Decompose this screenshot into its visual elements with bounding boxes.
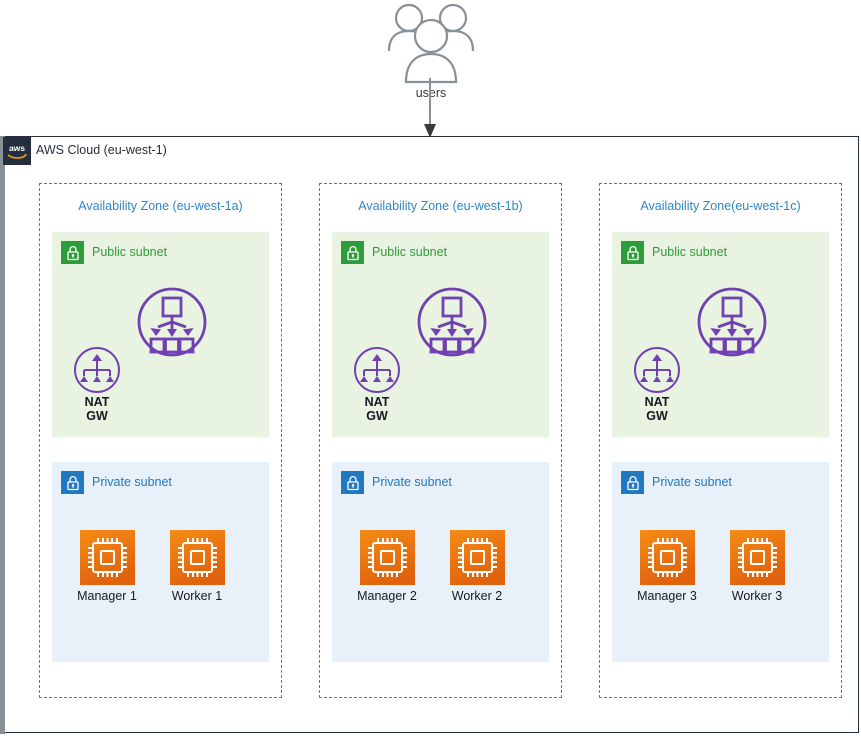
public-subnet-1-label: Public subnet [92, 245, 168, 259]
nat-gateway-label-line2: GW [86, 409, 108, 423]
private-subnet-3-label: Private subnet [652, 475, 732, 489]
aws-logo-icon: aws [3, 137, 31, 165]
availability-zone-1: Availability Zone (eu-west-1a) Public su… [39, 183, 282, 698]
availability-zone-1-title: Availability Zone (eu-west-1a) [78, 199, 243, 213]
availability-zone-3: Availability Zone(eu-west-1c) Public sub… [599, 183, 842, 698]
nat-gateway-label: NAT GW [337, 395, 417, 423]
users-icon [382, 2, 480, 84]
ec2-instance-label: Manager 2 [357, 589, 417, 603]
private-subnet-1: Private subnet Manager 1 [52, 462, 269, 662]
ec2-instance-label: Worker 2 [451, 589, 503, 603]
lock-icon [61, 471, 84, 494]
lock-icon [341, 241, 364, 264]
aws-cloud-left-stripe [0, 136, 5, 734]
ec2-instance-label: Worker 1 [171, 589, 223, 603]
private-subnet-2: Private subnet Manager 2 [332, 462, 549, 662]
lock-icon [621, 471, 644, 494]
elastic-load-balancer-icon [136, 286, 208, 358]
nat-gateway-label: NAT GW [57, 395, 137, 423]
nat-gateway-label-line2: GW [366, 409, 388, 423]
public-subnet-2: Public subnet [332, 232, 549, 437]
nat-gateway-icon [633, 346, 681, 394]
public-subnet-2-label: Public subnet [372, 245, 448, 259]
elastic-load-balancer-icon [696, 286, 768, 358]
svg-text:aws: aws [9, 143, 25, 153]
public-subnet-3: Public subnet [612, 232, 829, 437]
lock-icon [61, 241, 84, 264]
private-subnet-1-label: Private subnet [92, 475, 172, 489]
private-subnet-3: Private subnet Manager 3 [612, 462, 829, 662]
ec2-instance-icon [170, 530, 225, 585]
elastic-load-balancer-icon [416, 286, 488, 358]
ec2-instance-icon [640, 530, 695, 585]
lock-icon [341, 471, 364, 494]
nat-gateway-label-line1: NAT [364, 395, 390, 409]
nat-gateway-label-line1: NAT [644, 395, 670, 409]
aws-cloud-label: AWS Cloud (eu-west-1) [36, 143, 167, 157]
ec2-instance-icon [730, 530, 785, 585]
ec2-instance-label: Manager 1 [77, 589, 137, 603]
nat-gateway-label: NAT GW [617, 395, 697, 423]
ec2-instance-icon [360, 530, 415, 585]
lock-icon [621, 241, 644, 264]
public-subnet-1: Public subnet [52, 232, 269, 437]
ec2-instance-label: Worker 3 [731, 589, 783, 603]
ec2-instance-label: Manager 3 [637, 589, 697, 603]
nat-gateway-label-line2: GW [646, 409, 668, 423]
ec2-instance-icon [450, 530, 505, 585]
availability-zone-3-title: Availability Zone(eu-west-1c) [640, 199, 801, 213]
users-to-cloud-arrow [398, 78, 462, 140]
nat-gateway-label-line1: NAT [84, 395, 110, 409]
public-subnet-3-label: Public subnet [652, 245, 728, 259]
nat-gateway-icon [73, 346, 121, 394]
ec2-instance-icon [80, 530, 135, 585]
availability-zone-2: Availability Zone (eu-west-1b) Public su… [319, 183, 562, 698]
private-subnet-2-label: Private subnet [372, 475, 452, 489]
nat-gateway-icon [353, 346, 401, 394]
availability-zone-2-title: Availability Zone (eu-west-1b) [358, 199, 523, 213]
